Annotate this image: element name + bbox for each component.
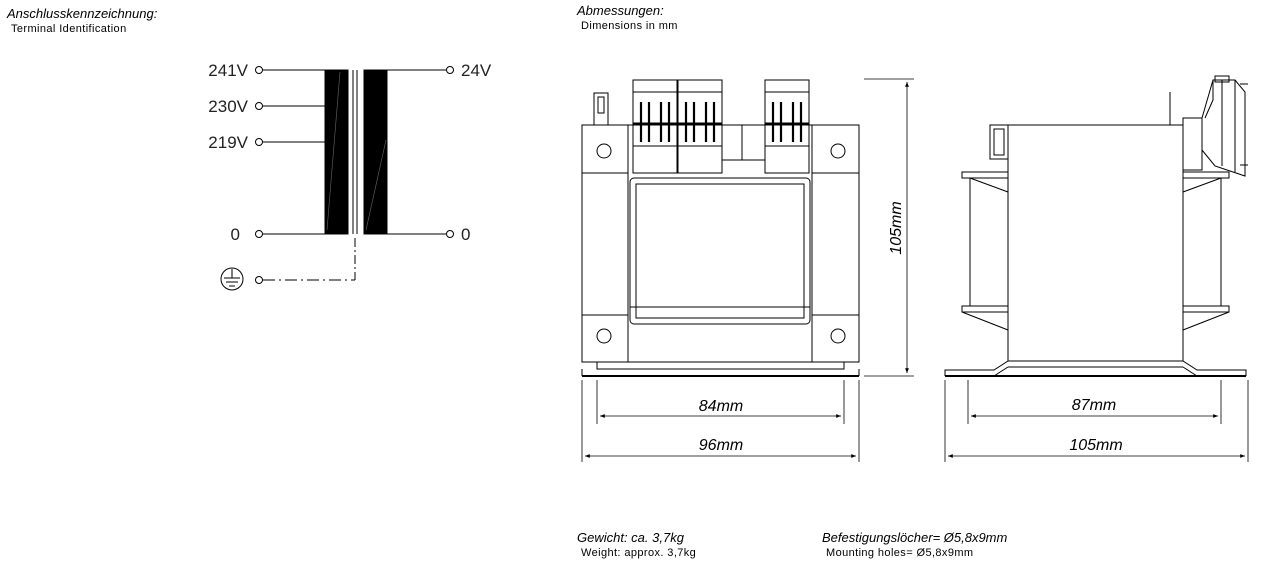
dim-label-105mm-depth: 105mm: [1069, 437, 1122, 454]
dim-label-105mm-height: 105mm: [888, 201, 905, 254]
front-hole-top-right: [830, 143, 846, 159]
front-hole-bottom-right: [830, 328, 846, 344]
earth-tab: [593, 92, 609, 126]
side-view-drawing: [944, 75, 1248, 377]
weight-label-de: Gewicht: ca. 3,7kg: [577, 530, 684, 545]
terminal-24v: [446, 66, 454, 74]
terminal-241v: [255, 66, 263, 74]
terminal-219v: [255, 138, 263, 146]
holes-label-de: Befestigungslöcher= Ø5,8x9mm: [822, 530, 1008, 545]
protective-earth-icon: [220, 267, 244, 291]
side-core-outline: [1007, 124, 1184, 362]
primary-winding: [324, 69, 349, 235]
secondary-zero-label: 0: [461, 225, 470, 244]
transformer-schematic: 241V 230V 219V 0 24V 0: [208, 61, 492, 291]
tap-219v-label: 219V: [208, 133, 248, 152]
terminal-secondary-0: [446, 230, 454, 238]
terminal-subheading: Terminal Identification: [11, 23, 127, 35]
terminal-230v: [255, 102, 263, 110]
front-core-outline: [581, 124, 860, 363]
terminal-earth: [255, 276, 263, 284]
secondary-winding: [363, 69, 388, 235]
terminal-block-group-1: [632, 79, 810, 174]
dim-label-96mm: 96mm: [699, 437, 743, 454]
primary-zero-label: 0: [231, 225, 240, 244]
terminal-heading: Anschlusskennzeichnung:: [7, 6, 158, 21]
holes-label-en: Mounting holes= Ø5,8x9mm: [826, 547, 974, 559]
front-dimensions: [581, 78, 914, 462]
front-hole-top-left: [596, 143, 612, 159]
front-hole-bottom-left: [596, 328, 612, 344]
side-dimensions: [944, 380, 1249, 462]
tap-241v-label: 241V: [208, 61, 248, 80]
terminal-primary-0: [255, 230, 263, 238]
dimensions-subheading: Dimensions in mm: [581, 20, 678, 32]
weight-label-en: Weight: approx. 3,7kg: [581, 547, 697, 559]
front-view-drawing: [581, 79, 860, 377]
dim-label-87mm: 87mm: [1072, 397, 1116, 414]
dim-label-84mm: 84mm: [699, 398, 743, 415]
dimensions-heading: Abmessungen:: [577, 3, 664, 18]
tap-24v-label: 24V: [461, 61, 492, 80]
tap-230v-label: 230V: [208, 97, 248, 116]
